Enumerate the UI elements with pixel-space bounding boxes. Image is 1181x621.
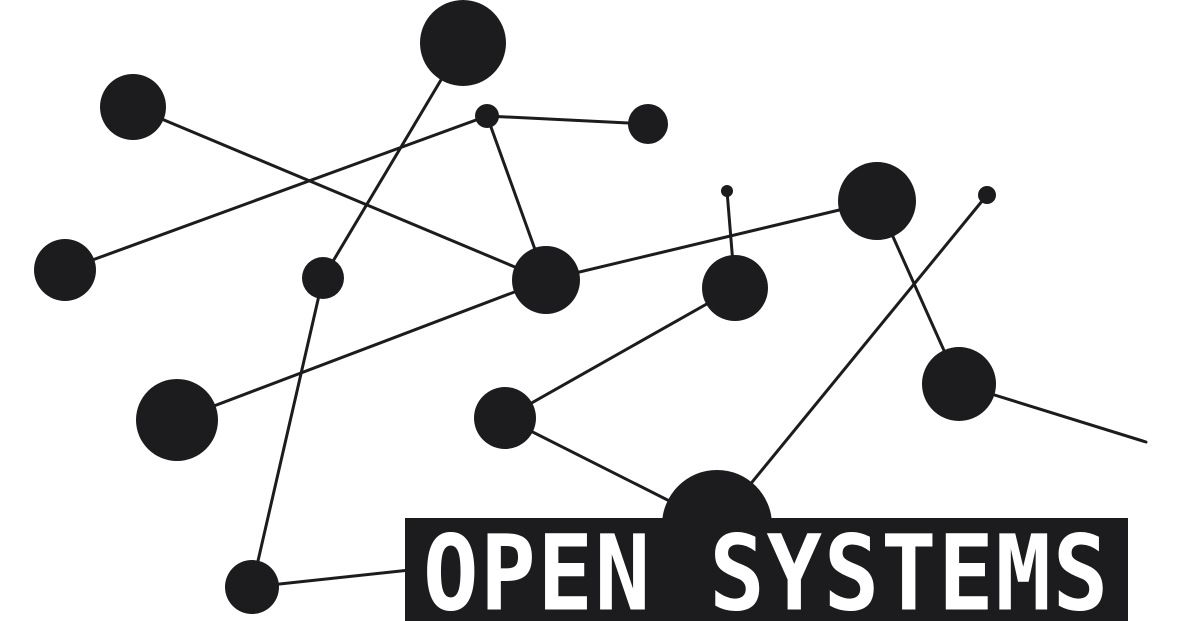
network-node xyxy=(100,74,166,140)
connection-lines xyxy=(63,41,1148,589)
network-node xyxy=(978,186,996,204)
connection-line xyxy=(250,276,325,589)
network-node xyxy=(225,560,279,614)
network-node xyxy=(420,0,506,86)
network-node xyxy=(34,239,96,301)
connection-line xyxy=(485,114,650,126)
network-node xyxy=(512,246,580,314)
title-banner: OPEN SYSTEMS xyxy=(405,513,1128,621)
title-banner-background xyxy=(405,518,1128,621)
connection-line xyxy=(503,286,737,420)
title-text: OPEN SYSTEMS xyxy=(423,513,1110,621)
connection-line xyxy=(715,193,989,527)
network-node xyxy=(136,379,218,461)
network-node xyxy=(628,104,668,144)
connection-line xyxy=(544,199,879,282)
connection-line xyxy=(63,114,489,272)
connection-line xyxy=(321,41,465,280)
network-node xyxy=(702,255,768,321)
connection-line xyxy=(175,278,548,422)
network-node xyxy=(302,257,344,299)
network-node xyxy=(475,104,499,128)
network-node xyxy=(721,185,733,197)
network-node xyxy=(922,347,996,421)
connection-line xyxy=(131,105,548,282)
network-node xyxy=(838,162,916,240)
network-node xyxy=(474,387,536,449)
